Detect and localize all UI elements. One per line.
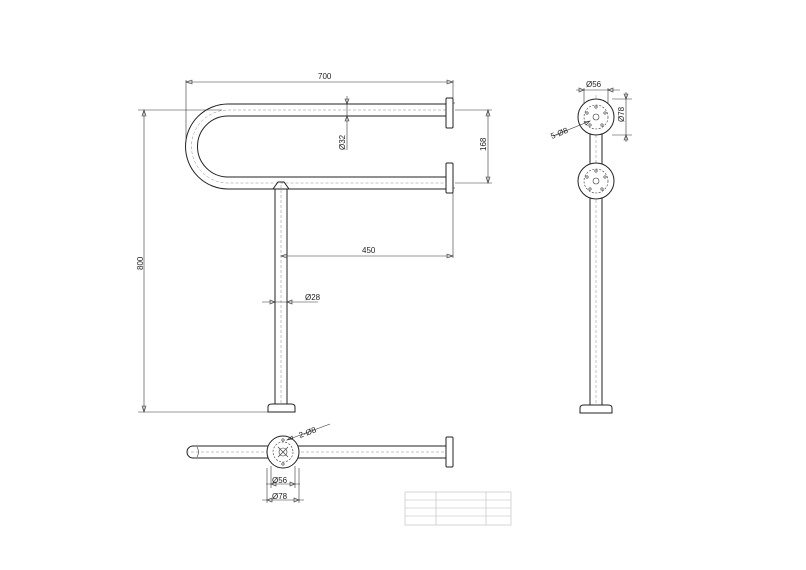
dim-700-label: 700 — [318, 72, 332, 81]
side-upper-hole — [592, 113, 600, 121]
top-dim-2x8-label: 2-Ø8 — [298, 425, 318, 440]
top-floor-flange-inner — [272, 441, 294, 463]
top-view: 2-Ø8 Ø56 Ø78 — [186, 423, 454, 503]
upper-wall-flange — [445, 97, 454, 129]
dim-168-label: 168 — [479, 137, 488, 151]
side-dim-78-label: Ø78 — [617, 106, 626, 122]
dim-800-label: 800 — [136, 256, 145, 270]
u-tube-inner — [197, 115, 446, 178]
dim-28-label: Ø28 — [305, 293, 321, 302]
top-dim-56-label: Ø56 — [272, 476, 288, 485]
title-block — [404, 491, 512, 526]
dim-32-label: Ø32 — [338, 134, 347, 150]
side-dim-56-label: Ø56 — [586, 80, 602, 89]
dim-450-label: 450 — [362, 246, 376, 255]
u-tube-centerline — [191, 109, 446, 184]
side-upper-flange-inner — [583, 104, 609, 130]
side-upper-flange-outer — [577, 98, 615, 136]
floor-foot — [267, 403, 296, 413]
side-dim-5x8-label: 5-Ø8 — [549, 126, 569, 141]
top-dim-78-label: Ø78 — [272, 492, 288, 501]
side-lower-flange-inner — [583, 168, 609, 194]
top-wall-flange — [445, 436, 454, 468]
u-tube-outer — [185, 103, 446, 190]
lower-wall-flange — [445, 162, 454, 194]
side-lower-hole — [592, 177, 600, 185]
side-view: Ø56 Ø78 5-Ø8 — [549, 80, 632, 414]
top-floor-hole — [278, 447, 288, 457]
side-floor-foot — [579, 404, 613, 414]
side-lower-flange-outer — [577, 162, 615, 200]
front-view: 700 Ø32 168 450 Ø28 800 — [136, 72, 492, 413]
leg-tube — [272, 181, 290, 404]
